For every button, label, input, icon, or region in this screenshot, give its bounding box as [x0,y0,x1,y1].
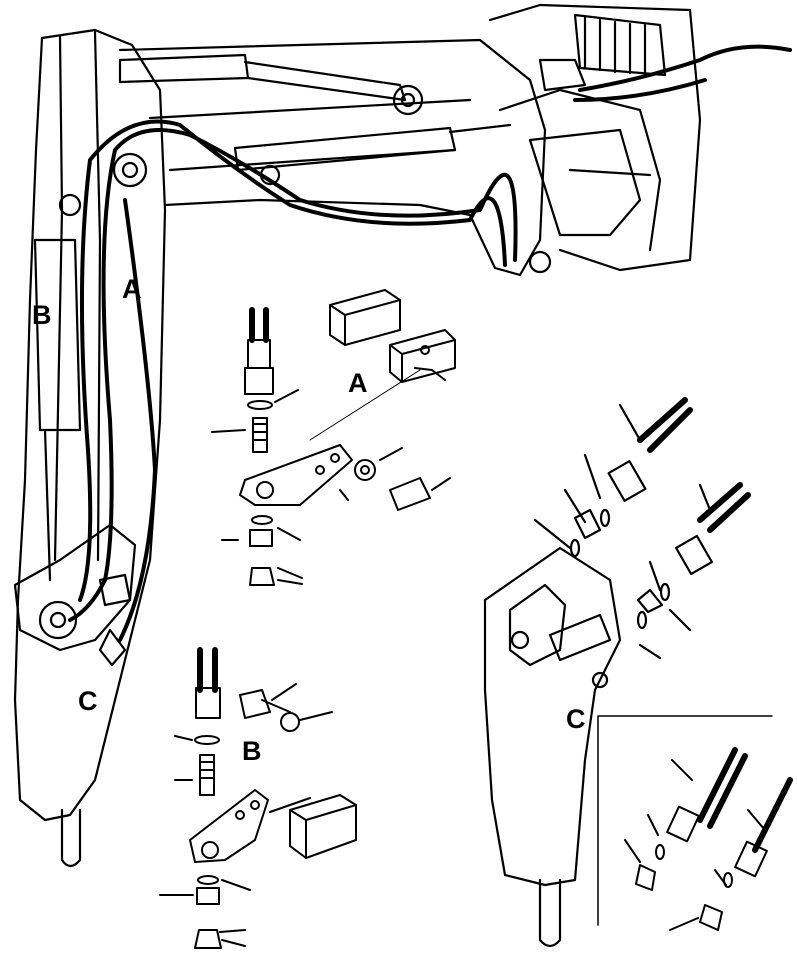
detail-c-hammer-assembly [483,397,751,948]
callout-b-boom: B [32,300,52,330]
hose-lines [68,44,792,642]
callout-a-detail: A [348,368,368,398]
callout-labels: A B C A B C [32,274,586,766]
detail-b-bracket-assembly [159,647,357,949]
callout-b-detail: B [242,736,262,766]
callout-c-detail: C [566,704,586,734]
detail-a-bracket-assembly [211,289,456,586]
callout-a-boom: A [122,274,142,304]
inset-detail [597,715,793,931]
boom-assembly [13,3,702,868]
callout-c-boom: C [78,686,98,716]
